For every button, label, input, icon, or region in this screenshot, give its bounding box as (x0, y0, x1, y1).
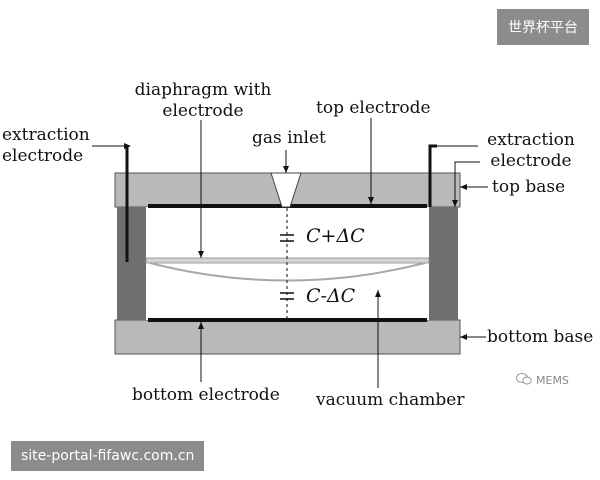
label-cap-lower: C-ΔC (306, 285, 356, 307)
capacitor-symbol-upper (280, 234, 294, 242)
bottom-base (114, 319, 461, 355)
label-top-base: top base (492, 177, 566, 197)
label-diaphragm: diaphragm with electrode (134, 80, 272, 121)
watermark-bottom-left: site-portal-fifawc.com.cn (11, 441, 205, 471)
gas-inlet-funnel (270, 172, 302, 208)
wechat-icon (516, 373, 532, 388)
label-top-electrode: top electrode (316, 98, 431, 118)
watermark-top-right: 世界杯平台 (497, 9, 589, 45)
label-cap-upper: C+ΔC (306, 225, 365, 247)
label-bottom-electrode: bottom electrode (132, 385, 280, 405)
label-bottom-base: bottom base (487, 327, 594, 347)
capacitor-symbol-lower (280, 292, 294, 300)
left-wall (117, 207, 146, 320)
mems-watermark: MEMS (516, 373, 569, 388)
label-extraction-left: extraction electrode (2, 125, 90, 166)
label-extraction-right: extraction electrode (487, 130, 575, 171)
label-gas-inlet: gas inlet (252, 128, 326, 148)
mems-watermark-text: MEMS (536, 374, 569, 387)
pointer-extraction-right-lower (454, 161, 480, 207)
extraction-wire-right (428, 144, 437, 207)
bottom-electrode (148, 318, 427, 322)
label-vacuum-chamber: vacuum chamber (316, 390, 465, 410)
right-wall (429, 207, 458, 320)
arrowheads (124, 143, 467, 340)
